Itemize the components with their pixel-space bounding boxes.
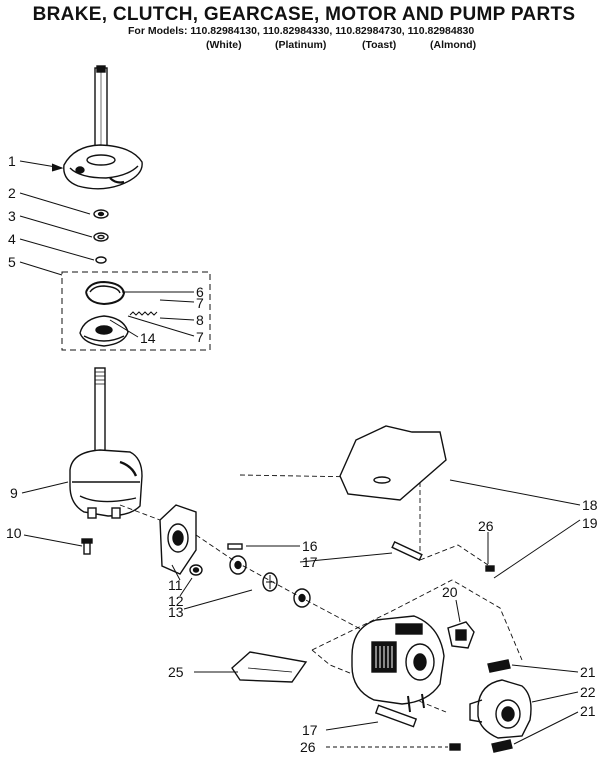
callout-label: 21	[580, 664, 596, 680]
brake-housing	[63, 144, 143, 190]
leader-lines	[19, 160, 581, 748]
clutch-spring	[129, 311, 158, 316]
callout-label: 8	[196, 312, 204, 328]
callout-label: 7	[196, 329, 204, 345]
callout-label: 7	[196, 295, 204, 311]
callout-label: 13	[168, 604, 184, 620]
motor	[351, 615, 445, 713]
callout-label: 26	[300, 739, 316, 755]
model-numbers: For Models: 110.82984130, 110.82984330, …	[128, 25, 475, 37]
callout-label: 16	[302, 538, 318, 554]
rubber-plug-12	[189, 564, 203, 576]
finish-label: (White)	[206, 39, 242, 51]
screw-26-lower	[449, 743, 461, 751]
callout-label: 11	[168, 577, 183, 593]
finish-label: (Platinum)	[275, 39, 327, 51]
callout-label: 17	[302, 554, 318, 570]
callout-label: 12	[168, 593, 184, 609]
shield-18	[339, 425, 447, 501]
callout-label: 2	[8, 185, 16, 201]
bolt-10	[81, 538, 93, 555]
callout-label: 14	[140, 330, 156, 346]
callout-label: 5	[8, 254, 16, 270]
motor-switch-20	[447, 621, 475, 649]
washer-2	[93, 209, 109, 219]
ring-4	[95, 256, 107, 264]
callout-label: 21	[580, 703, 596, 719]
callout-label: 1	[8, 153, 16, 169]
callout-label: 18	[582, 497, 598, 513]
model-finishes: (White) (Platinum) (Toast) (Almond)	[0, 39, 608, 53]
callout-label: 22	[580, 684, 596, 700]
clutch-assembly-box	[61, 271, 211, 351]
callout-label: 26	[478, 518, 494, 534]
callout-label: 25	[168, 664, 184, 680]
washer-3	[93, 232, 109, 242]
callout-label: 4	[8, 231, 16, 247]
screw-26-upper	[485, 565, 495, 572]
callout-label: 6	[196, 284, 204, 300]
callout-label: 10	[6, 525, 22, 541]
callout-label: 9	[10, 485, 18, 501]
clutch-drum	[79, 315, 129, 347]
rod-17-upper	[391, 541, 423, 561]
callout-label: 19	[582, 515, 598, 531]
pump-bracket	[159, 504, 197, 575]
callout-label: 17	[302, 722, 318, 738]
gearcase	[69, 449, 143, 519]
clip-21-upper	[487, 659, 511, 673]
callouts: 1 2 3 4 5 6 7 8 7 14 9 10 11 12 13 16 17…	[6, 153, 598, 755]
pin-16	[227, 543, 243, 550]
finish-label: (Toast)	[362, 39, 397, 51]
callout-label: 3	[8, 208, 16, 224]
callout-label: 20	[442, 584, 458, 600]
gasket-25	[231, 651, 308, 683]
finish-label: (Almond)	[430, 39, 477, 51]
clutch-spring-ring	[85, 280, 126, 306]
coupling-parts-13	[229, 555, 311, 608]
clip-21-lower	[491, 739, 513, 753]
pump-22	[469, 679, 532, 739]
rod-17-lower	[374, 704, 418, 728]
diagram-title: BRAKE, CLUTCH, GEARCASE, MOTOR AND PUMP …	[32, 4, 576, 25]
